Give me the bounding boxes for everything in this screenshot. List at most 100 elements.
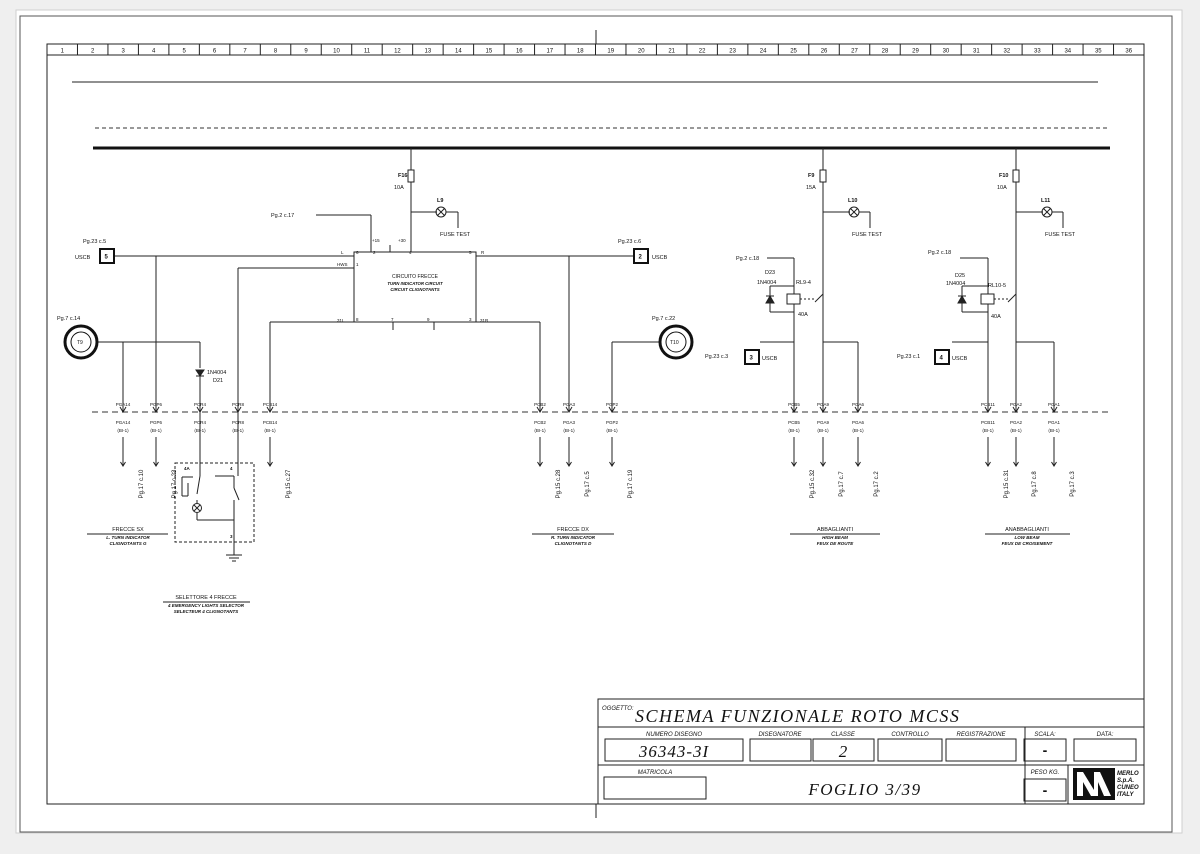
column-number: 31 bbox=[973, 49, 980, 55]
connector-sub-label: (BI-1) bbox=[852, 428, 864, 433]
column-number: 2 bbox=[91, 49, 95, 55]
column-number: 7 bbox=[243, 49, 247, 55]
lamp-l9-text: FUSE TEST bbox=[440, 232, 471, 238]
group-selettore-fr: SELECTEUR 4 CLIGNOTANTS bbox=[174, 609, 238, 614]
uscb-4-label: USCB bbox=[952, 356, 968, 362]
connector-top-label: PCB2 bbox=[534, 402, 546, 407]
connector-page-ref: Pg.15 c.31 bbox=[1004, 469, 1010, 498]
lamp-l10-label: L10 bbox=[848, 198, 857, 204]
connector-sub-label: (BI-1) bbox=[264, 428, 276, 433]
connector-drop-arrow bbox=[120, 461, 126, 467]
page bbox=[15, 9, 1183, 834]
connector-sub-label: (BI-1) bbox=[117, 428, 129, 433]
column-number: 1 bbox=[61, 49, 65, 55]
connector-drop-arrow bbox=[153, 461, 159, 467]
connector-bottom-label: PGA1 bbox=[1048, 420, 1061, 425]
uscb-3-label: USCB bbox=[762, 356, 778, 362]
connector-drop-arrow bbox=[791, 461, 797, 467]
ref-pg2-c18-b: Pg.2 c.18 bbox=[928, 250, 951, 256]
connector-page-ref: Pg.17 c.8 bbox=[1032, 471, 1038, 497]
group-anabbaglianti-title: ANABBAGLIANTI bbox=[1005, 527, 1049, 533]
connector-sub-label: (BI-1) bbox=[817, 428, 829, 433]
ref-pg7-c22: Pg.7 c.22 bbox=[652, 316, 675, 322]
connector-bottom-label: PGA2 bbox=[1010, 420, 1023, 425]
connector-top-label: PGP2 bbox=[606, 402, 619, 407]
connector-arrow bbox=[790, 406, 798, 413]
title-block bbox=[597, 698, 1145, 805]
ref-pg23-c6: Pg.23 c.6 bbox=[618, 239, 641, 245]
switch-pin-3: 3 bbox=[230, 534, 233, 539]
pin-15: +15 bbox=[372, 238, 380, 243]
connector-top-label: PCR4 bbox=[194, 402, 207, 407]
tb-classe: 2 bbox=[839, 742, 848, 761]
high-beam-section bbox=[760, 148, 871, 412]
connector-top-label: PGA3 bbox=[563, 402, 576, 407]
connector-drop-arrow bbox=[985, 461, 991, 467]
uscb-4-num: 4 bbox=[940, 356, 944, 362]
tb-peso-label: PESO KG. bbox=[1031, 770, 1060, 776]
pin-hws: HWS bbox=[337, 262, 348, 267]
group-frecce-dx-title: FRECCE DX bbox=[557, 527, 589, 533]
tb-foglio: FOGLIO 3/39 bbox=[807, 780, 921, 799]
column-number: 20 bbox=[638, 49, 645, 55]
connector-drop-arrow bbox=[267, 461, 273, 467]
pin-l: L bbox=[341, 250, 344, 255]
outer-frame bbox=[19, 15, 1173, 833]
connector-bottom-label: PCB14 bbox=[263, 420, 278, 425]
connector-bottom-label: PCB5 bbox=[788, 420, 800, 425]
connector-page-ref: Pg.15 c.32 bbox=[810, 469, 816, 498]
connector-sub-label: (BI-1) bbox=[563, 428, 575, 433]
column-number: 36 bbox=[1125, 49, 1132, 55]
connector-arrow bbox=[1050, 406, 1058, 413]
connector-arrow bbox=[234, 406, 242, 413]
column-number: 32 bbox=[1004, 49, 1011, 55]
pin-8: 8 bbox=[356, 317, 359, 322]
column-number: 12 bbox=[394, 49, 401, 55]
tb-peso: - bbox=[1043, 782, 1048, 798]
connector-sub-label: (BI-1) bbox=[534, 428, 546, 433]
fuse-f10-label: F10 bbox=[999, 173, 1008, 179]
transducer-t9 bbox=[63, 324, 99, 360]
column-number: 30 bbox=[943, 49, 950, 55]
company-line-2: S.p.A. bbox=[1117, 778, 1134, 784]
column-number: 19 bbox=[607, 49, 614, 55]
relay2-diode: D25 bbox=[955, 273, 965, 279]
lamp-l11-text: FUSE TEST bbox=[1045, 232, 1076, 238]
column-number: 23 bbox=[729, 49, 736, 55]
connector-bottom-label: PGA14 bbox=[116, 420, 131, 425]
switch-pin-4a: 4A bbox=[184, 466, 191, 471]
pin-2: 2 bbox=[373, 250, 376, 255]
connector-bottom-label: PCR8 bbox=[232, 420, 245, 425]
column-number: 25 bbox=[790, 49, 797, 55]
connector-bottom-label: PCR4 bbox=[194, 420, 207, 425]
pin-9: 9 bbox=[427, 317, 430, 322]
connector-bottom-label: PGP2 bbox=[606, 420, 619, 425]
title-block-text: OGGETTO: SCHEMA FUNZIONALE ROTO MCSS NUM… bbox=[602, 706, 1139, 800]
column-number: 21 bbox=[668, 49, 675, 55]
selector-switch bbox=[174, 412, 255, 562]
pin-4: 4 bbox=[409, 250, 412, 255]
relay2-name: RL10-5 bbox=[988, 283, 1006, 289]
d21-name: D21 bbox=[213, 378, 223, 384]
pin-5: 5 bbox=[469, 250, 472, 255]
uscb-box-2 bbox=[633, 248, 649, 264]
ref-pg23-c1: Pg.23 c.1 bbox=[897, 354, 920, 360]
pin-30: +30 bbox=[398, 238, 406, 243]
connector-sub-label: (BI-1) bbox=[982, 428, 994, 433]
connector-bottom-label: PGA6 bbox=[852, 420, 865, 425]
column-number: 24 bbox=[760, 49, 767, 55]
company-line-1: MERLO bbox=[1117, 771, 1139, 777]
column-number: 8 bbox=[274, 49, 278, 55]
group-frecce-sx-fr: CLIGNOTANTS G bbox=[110, 541, 147, 546]
connector-sub-label: (BI-1) bbox=[232, 428, 244, 433]
relay2-rating: 40A bbox=[991, 314, 1001, 320]
